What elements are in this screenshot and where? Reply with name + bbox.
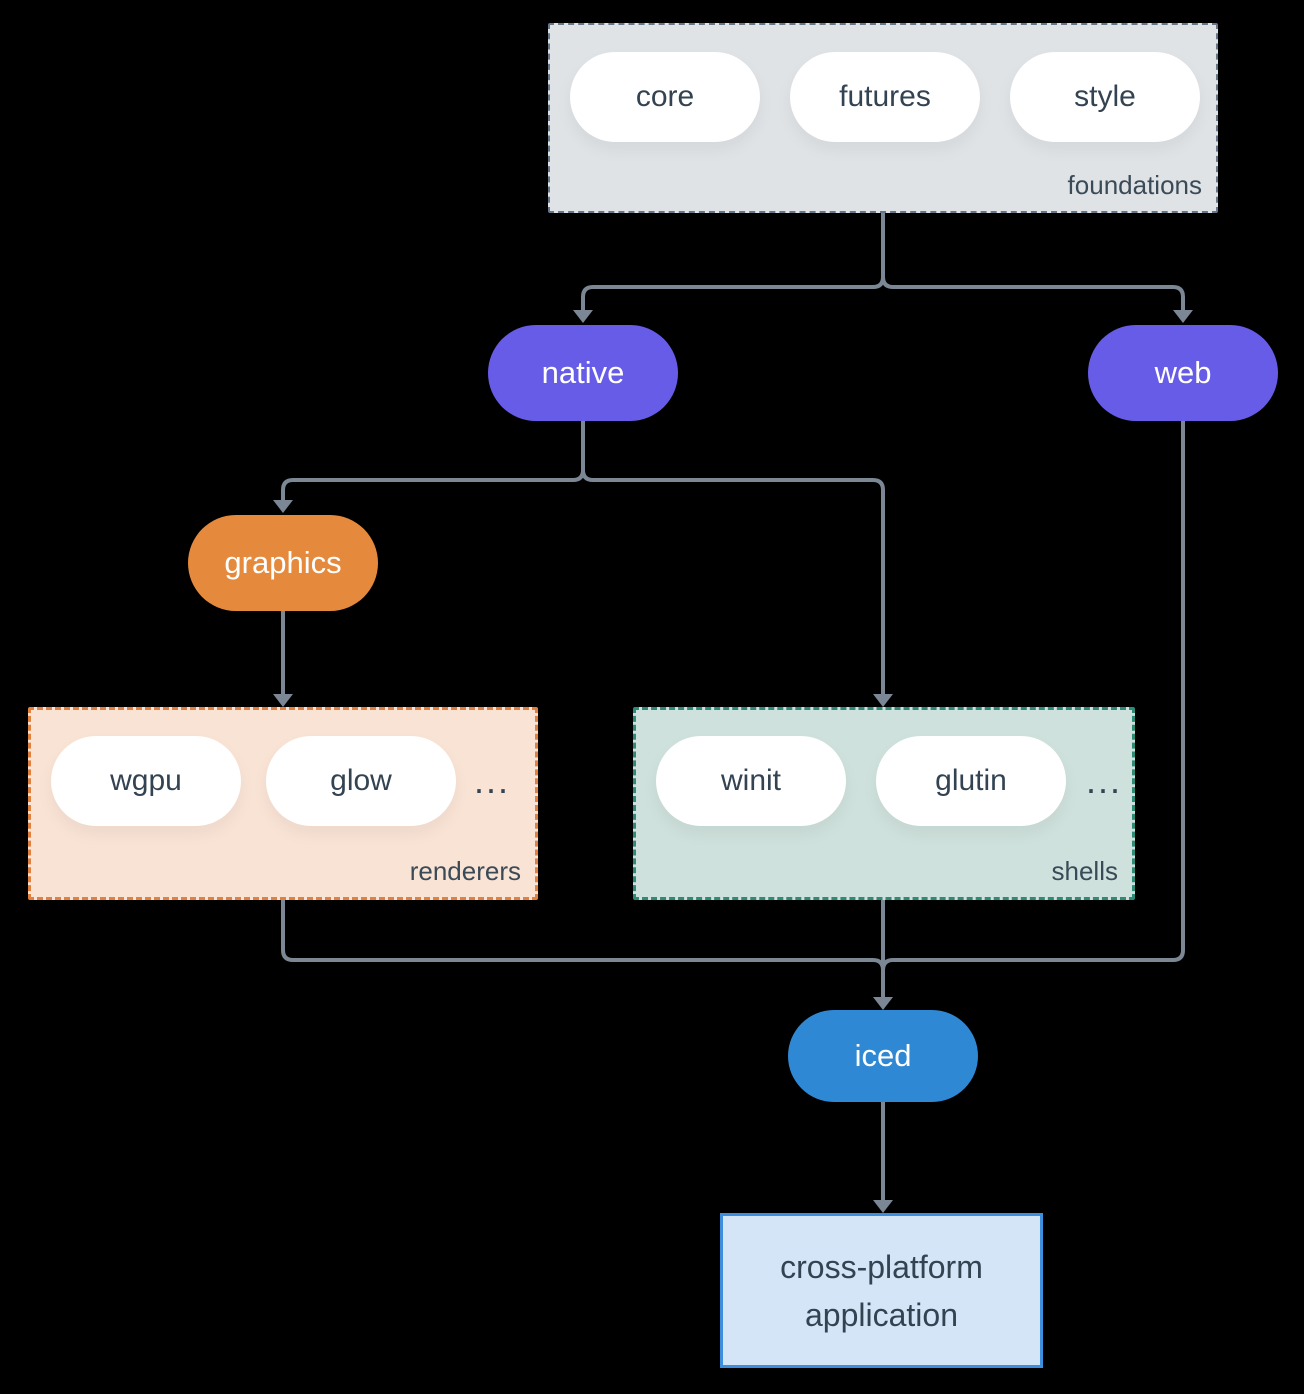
- shells-ellipsis: ...: [1085, 760, 1122, 801]
- connector-native-graphics: [281, 469, 585, 500]
- connector-native-shells: [581, 469, 885, 694]
- connector-foundations-native: [581, 276, 885, 310]
- arrowhead-shells: [873, 694, 893, 707]
- arrowhead-app: [873, 1200, 893, 1213]
- node-style: style: [1010, 52, 1200, 142]
- connector-foundations-web: [881, 276, 1185, 310]
- node-futures-label: futures: [839, 80, 931, 113]
- node-native-label: native: [541, 355, 625, 390]
- foundations-group: core futures style foundations: [548, 23, 1218, 213]
- node-graphics-label: graphics: [224, 545, 342, 580]
- shells-group-label: shells: [1051, 856, 1118, 886]
- app-label-line2: application: [805, 1296, 958, 1333]
- node-glow-label: glow: [330, 764, 392, 797]
- arrowhead-iced: [873, 997, 893, 1010]
- cross-platform-application-box: cross-platform application: [720, 1213, 1043, 1368]
- node-glutin-label: glutin: [935, 764, 1007, 797]
- node-iced: iced: [788, 1010, 978, 1102]
- node-core-label: core: [635, 80, 695, 113]
- node-web: web: [1088, 325, 1278, 421]
- node-iced-label: iced: [854, 1038, 912, 1073]
- node-wgpu: wgpu: [51, 736, 241, 826]
- renderers-group-label: renderers: [409, 856, 521, 886]
- arrowhead-web: [1173, 310, 1193, 323]
- arrowhead-native: [573, 310, 593, 323]
- node-glow: glow: [266, 736, 456, 826]
- node-futures: futures: [790, 52, 980, 142]
- shells-group: winit glutin ... shells: [633, 707, 1135, 900]
- node-graphics: graphics: [188, 515, 378, 611]
- foundations-group-label: foundations: [1067, 170, 1202, 200]
- node-core: core: [570, 52, 760, 142]
- app-label-line1: cross-platform: [780, 1248, 983, 1285]
- renderers-group: wgpu glow ... renderers: [28, 707, 538, 900]
- connector-renderers-iced: [281, 899, 885, 971]
- renderers-ellipsis: ...: [473, 760, 510, 801]
- node-winit-label: winit: [720, 764, 781, 797]
- node-style-label: style: [1074, 80, 1136, 113]
- arrowhead-renderers: [273, 694, 293, 707]
- node-wgpu-label: wgpu: [110, 764, 182, 797]
- node-web-label: web: [1154, 355, 1212, 390]
- node-glutin: glutin: [876, 736, 1066, 826]
- arrowhead-graphics: [273, 500, 293, 513]
- node-winit: winit: [656, 736, 846, 826]
- node-native: native: [488, 325, 678, 421]
